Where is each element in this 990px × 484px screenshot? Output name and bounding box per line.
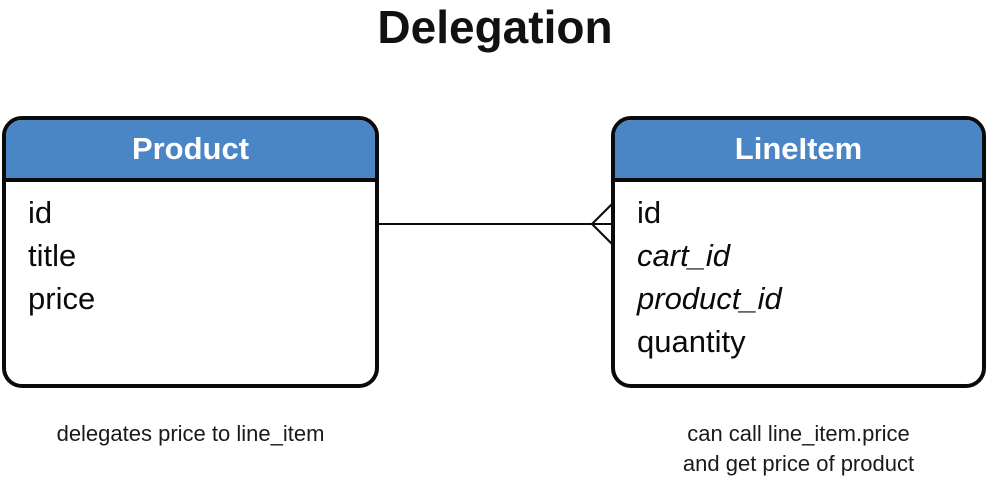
caption-product: delegates price to line_item (2, 419, 379, 449)
field-row: id (28, 195, 53, 230)
entity-header-lineitem: LineItem (615, 120, 982, 182)
entity-fields-lineitem: id cart_id product_id quantity (615, 182, 982, 363)
caption-line: and get price of product (682, 451, 915, 476)
field-row: price (28, 281, 96, 316)
field-row: id (637, 195, 662, 230)
caption-line: delegates price to line_item (56, 421, 325, 446)
caption-line: can call line_item.price (687, 421, 910, 446)
caption-lineitem: can call line_item.price and get price o… (611, 419, 986, 479)
entity-header-product: Product (6, 120, 375, 182)
entity-fields-product: id title price (6, 182, 375, 320)
field-row: cart_id (637, 238, 731, 273)
relationship-connector-crows-foot-icon (379, 203, 613, 245)
field-row: quantity (637, 324, 746, 359)
field-row: product_id (637, 281, 782, 316)
field-row: title (28, 238, 77, 273)
entity-box-product: Product id title price (2, 116, 379, 388)
diagram-title: Delegation (377, 1, 613, 53)
entity-box-lineitem: LineItem id cart_id product_id quantity (611, 116, 986, 388)
